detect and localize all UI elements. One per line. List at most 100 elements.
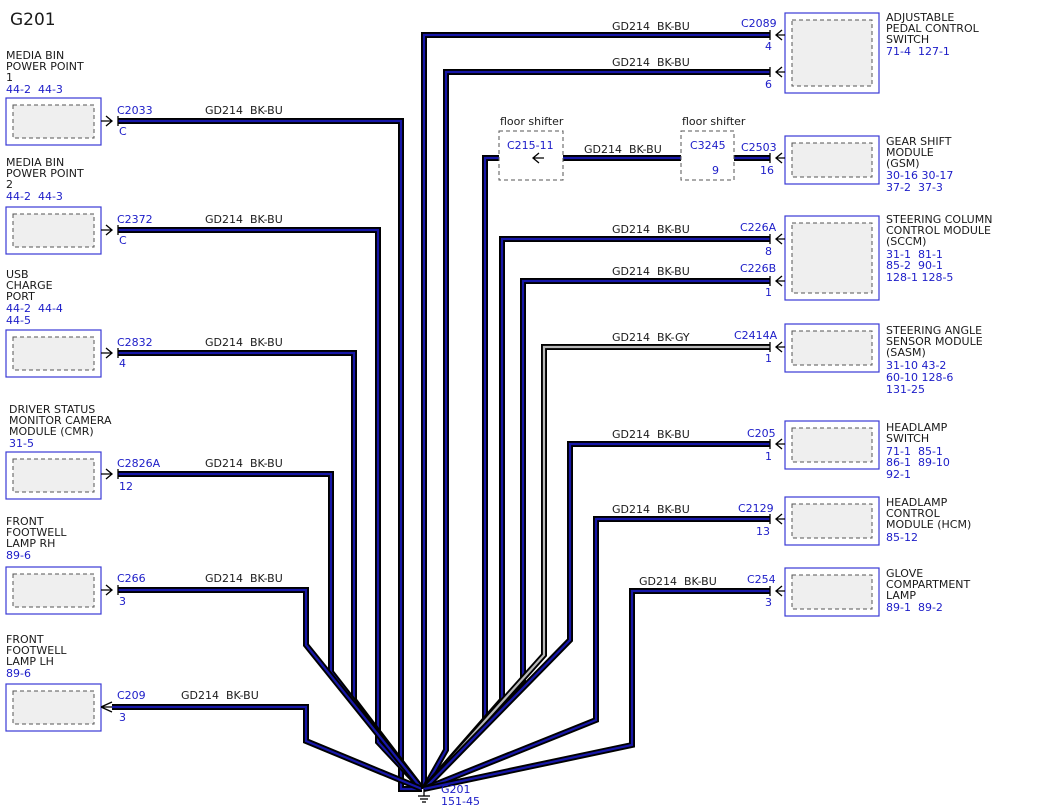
component-name-line: MEDIA BIN <box>6 156 64 169</box>
connector-id[interactable]: C2089 <box>741 17 777 30</box>
connector-id[interactable]: C215-11 <box>507 139 554 152</box>
component-front-footwell-lamp-rh[interactable]: FRONT FOOTWELL LAMP RH 89-6 <box>5 515 102 615</box>
component-media-bin-power-point-2[interactable]: MEDIA BIN POWER POINT 2 44-2 44-3 <box>5 156 102 255</box>
component-ref[interactable]: 85-2 90-1 <box>886 259 943 272</box>
component-name-line: CONTROL <box>886 507 941 520</box>
component-name-line: MONITOR CAMERA <box>9 414 112 427</box>
component-gear-shift-module[interactable]: GEAR SHIFT MODULE (GSM) 30-16 30-17 37-2… <box>784 135 953 194</box>
component-box-inner <box>12 573 95 608</box>
pin-number: 1 <box>765 352 772 365</box>
component-name-line: MEDIA BIN <box>6 49 64 62</box>
wire-label: GD214 BK-BU <box>639 575 717 588</box>
connector-id[interactable]: C2414A <box>734 329 778 342</box>
component-ref[interactable]: 89-6 <box>6 549 31 562</box>
wire-label: GD214 BK-BU <box>205 457 283 470</box>
component-ref[interactable]: 86-1 89-10 <box>886 456 950 469</box>
component-driver-status-monitor-camera[interactable]: DRIVER STATUS MONITOR CAMERA MODULE (CMR… <box>5 403 112 500</box>
connector-id[interactable]: C2503 <box>741 141 777 154</box>
pin-number: 8 <box>765 245 772 258</box>
wire-label: GD214 BK-BU <box>612 428 690 441</box>
component-ref[interactable]: 89-6 <box>6 667 31 680</box>
component-name-line: LAMP LH <box>6 655 54 668</box>
component-box-inner <box>12 458 95 493</box>
component-name-line: PEDAL CONTROL <box>886 22 980 35</box>
pin-number: 16 <box>760 164 774 177</box>
component-ref[interactable]: 60-10 128-6 <box>886 371 953 384</box>
component-ref[interactable]: 128-1 128-5 <box>886 271 953 284</box>
connector-id[interactable]: C2033 <box>117 104 153 117</box>
component-ref[interactable]: 31-5 <box>9 437 34 450</box>
component-ref[interactable]: 71-4 127-1 <box>886 45 950 58</box>
pin-number: 4 <box>765 40 772 53</box>
connector-pin-icon <box>769 233 785 245</box>
connector-id[interactable]: C254 <box>747 573 776 586</box>
component-steering-column-control-module[interactable]: STEERING COLUMN CONTROL MODULE (SCCM) 31… <box>784 213 992 301</box>
connector-pin-icon <box>769 29 785 41</box>
inline-connector-box[interactable] <box>680 130 735 181</box>
connector-id[interactable]: C2372 <box>117 213 153 226</box>
component-glove-compartment-lamp[interactable]: GLOVE COMPARTMENT LAMP 89-1 89-2 <box>784 567 971 617</box>
component-ref[interactable]: 92-1 <box>886 468 911 481</box>
connector-pin-icon <box>769 438 785 450</box>
connector-id[interactable]: C2832 <box>117 336 153 349</box>
component-name-line: FOOTWELL <box>6 526 67 539</box>
wire-group <box>112 32 770 792</box>
component-box-inner <box>791 427 873 463</box>
component-ref[interactable]: 31-10 43-2 <box>886 359 946 372</box>
pin-number: 12 <box>119 480 133 493</box>
component-ref[interactable]: 44-2 44-4 <box>6 302 63 315</box>
connector-pin-icon <box>531 152 544 164</box>
component-box-inner <box>12 213 95 248</box>
wire-label: GD214 BK-BU <box>612 503 690 516</box>
component-headlamp-switch[interactable]: HEADLAMP SWITCH 71-1 85-1 86-1 89-10 92-… <box>784 420 950 481</box>
component-adjustable-pedal-control-switch[interactable]: ADJUSTABLE PEDAL CONTROL SWITCH 71-4 127… <box>784 11 980 94</box>
component-ref[interactable]: 44-2 44-3 <box>6 190 63 203</box>
pin-number: C <box>119 234 127 247</box>
component-name-line: MODULE (HCM) <box>886 518 971 531</box>
component-ref[interactable]: 30-16 30-17 <box>886 169 953 182</box>
component-media-bin-power-point-1[interactable]: MEDIA BIN POWER POINT 1 44-2 44-3 <box>5 49 102 146</box>
connector-pin-icon <box>769 585 785 597</box>
component-name-line: CONTROL MODULE <box>886 224 991 237</box>
connector-id[interactable]: C266 <box>117 572 146 585</box>
component-ref[interactable]: 89-1 89-2 <box>886 601 943 614</box>
inline-connector-box[interactable] <box>498 130 564 181</box>
component-headlamp-control-module[interactable]: HEADLAMP CONTROL MODULE (HCM) 85-12 <box>784 496 971 546</box>
connector-id[interactable]: C226A <box>740 221 777 234</box>
connector-id[interactable]: C226B <box>740 262 776 275</box>
component-name-line: MODULE <box>886 146 934 159</box>
pin-number: 3 <box>119 595 126 608</box>
component-ref[interactable]: 71-1 85-1 <box>886 445 943 458</box>
wire-label: GD214 BK-BU <box>612 56 690 69</box>
component-ref[interactable]: 31-1 81-1 <box>886 248 943 261</box>
component-box-inner <box>12 690 95 725</box>
connector-id[interactable]: C3245 <box>690 139 726 152</box>
component-box-inner <box>791 574 873 610</box>
component-ref[interactable]: 44-2 44-3 <box>6 83 63 96</box>
component-name-line: CHARGE <box>6 279 53 292</box>
component-name-line: HEADLAMP <box>886 421 948 434</box>
connector-pin-icon <box>101 468 119 480</box>
component-name-line: GLOVE <box>886 567 923 580</box>
component-front-footwell-lamp-lh[interactable]: FRONT FOOTWELL LAMP LH 89-6 <box>5 633 102 732</box>
pin-number: 1 <box>765 286 772 299</box>
pin-number: 4 <box>119 357 126 370</box>
connector-pin-icon <box>769 152 785 164</box>
component-name-line: 1 <box>6 71 13 84</box>
component-name-line: FRONT <box>6 515 44 528</box>
component-ref[interactable]: 44-5 <box>6 314 31 327</box>
component-steering-angle-sensor-module[interactable]: STEERING ANGLE SENSOR MODULE (SASM) 31-1… <box>784 323 983 396</box>
connector-id[interactable]: C209 <box>117 689 146 702</box>
connector-id[interactable]: C2826A <box>117 457 161 470</box>
component-name-line: FOOTWELL <box>6 644 67 657</box>
component-ref[interactable]: 85-12 <box>886 531 918 544</box>
component-ref[interactable]: 37-2 37-3 <box>886 181 943 194</box>
component-usb-charge-port[interactable]: USB CHARGE PORT 44-2 44-4 44-5 <box>5 268 102 378</box>
connector-id[interactable]: C2129 <box>738 502 774 515</box>
connector-id[interactable]: C205 <box>747 427 776 440</box>
component-box-inner <box>791 19 873 87</box>
component-name-line: LAMP <box>886 589 916 602</box>
component-ref[interactable]: 131-25 <box>886 383 925 396</box>
pin-number: 1 <box>765 450 772 463</box>
